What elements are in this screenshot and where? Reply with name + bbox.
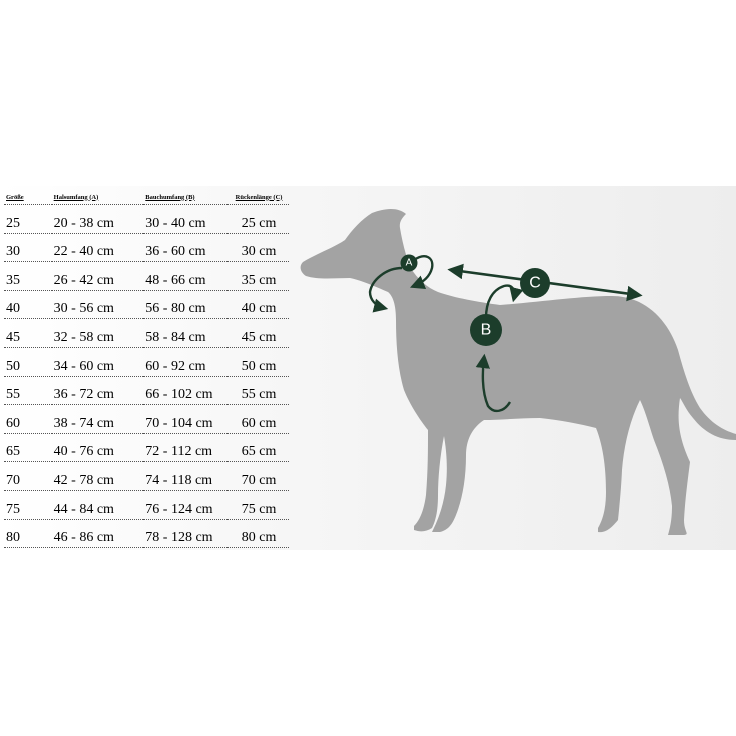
- cell-neck-circumference: 26 - 42 cm: [51, 261, 144, 291]
- cell-neck-circumference: 44 - 84 cm: [51, 490, 144, 520]
- cell-belly-circumference: 58 - 84 cm: [143, 318, 228, 348]
- cell-size: 25: [4, 204, 52, 234]
- cell-size: 65: [4, 433, 52, 463]
- header-size: Größe: [4, 190, 52, 205]
- marker-a-circle: [400, 254, 418, 272]
- cell-back-length: 75 cm: [227, 490, 289, 520]
- header-back-length: Rückenlänge (C): [227, 190, 289, 205]
- cell-back-length: 60 cm: [227, 404, 289, 434]
- cell-back-length: 55 cm: [227, 376, 289, 406]
- cell-neck-circumference: 30 - 56 cm: [51, 290, 144, 320]
- cell-size: 75: [4, 490, 52, 520]
- cell-belly-circumference: 76 - 124 cm: [143, 490, 228, 520]
- marker-c-circle: [520, 268, 550, 298]
- cell-back-length: 80 cm: [227, 519, 289, 549]
- marker-b-circle: [470, 314, 502, 346]
- cell-back-length: 35 cm: [227, 261, 289, 291]
- cell-size: 40: [4, 290, 52, 320]
- cell-size: 50: [4, 347, 52, 377]
- marker-c-label: C: [529, 275, 541, 292]
- cell-neck-circumference: 20 - 38 cm: [51, 204, 144, 234]
- cell-belly-circumference: 56 - 80 cm: [143, 290, 228, 320]
- neck-arrow-right: [409, 255, 434, 289]
- table-header-row: Größe Halsumfang (A) Bauchumfang (B) Rüc…: [4, 190, 289, 205]
- cell-size: 70: [4, 461, 52, 491]
- cell-back-length: 25 cm: [227, 204, 289, 234]
- marker-b-label: B: [481, 322, 492, 339]
- header-belly-circumference: Bauchumfang (B): [143, 190, 228, 205]
- cell-back-length: 65 cm: [227, 433, 289, 463]
- cell-neck-circumference: 36 - 72 cm: [51, 376, 144, 406]
- cell-size: 80: [4, 519, 52, 549]
- size-table: Größe Halsumfang (A) Bauchumfang (B) Rüc…: [4, 190, 289, 549]
- cell-belly-circumference: 36 - 60 cm: [143, 233, 228, 263]
- cell-back-length: 50 cm: [227, 347, 289, 377]
- cell-neck-circumference: 34 - 60 cm: [51, 347, 144, 377]
- cell-belly-circumference: 74 - 118 cm: [143, 461, 228, 491]
- neck-arrow-left: [368, 266, 403, 313]
- cell-neck-circumference: 42 - 78 cm: [51, 461, 144, 491]
- cell-size: 35: [4, 261, 52, 291]
- cell-size: 55: [4, 376, 52, 406]
- cell-size: 60: [4, 404, 52, 434]
- cell-back-length: 40 cm: [227, 290, 289, 320]
- cell-size: 45: [4, 318, 52, 348]
- cell-size: 30: [4, 233, 52, 263]
- belly-arrow-top: [484, 284, 524, 319]
- greyhound-silhouette: [300, 209, 736, 535]
- cell-back-length: 45 cm: [227, 318, 289, 348]
- cell-belly-circumference: 60 - 92 cm: [143, 347, 228, 377]
- cell-neck-circumference: 22 - 40 cm: [51, 233, 144, 263]
- cell-neck-circumference: 40 - 76 cm: [51, 433, 144, 463]
- cell-belly-circumference: 66 - 102 cm: [143, 376, 228, 406]
- cell-belly-circumference: 70 - 104 cm: [143, 404, 228, 434]
- cell-neck-circumference: 32 - 58 cm: [51, 318, 144, 348]
- dog-measurement-figure: A C B: [300, 209, 736, 535]
- cell-neck-circumference: 46 - 86 cm: [51, 519, 144, 549]
- cell-belly-circumference: 30 - 40 cm: [143, 204, 228, 234]
- cell-back-length: 30 cm: [227, 233, 289, 263]
- header-neck-circumference: Halsumfang (A): [51, 190, 144, 205]
- cell-neck-circumference: 38 - 74 cm: [51, 404, 144, 434]
- cell-belly-circumference: 48 - 66 cm: [143, 261, 228, 291]
- marker-a-label: A: [406, 258, 413, 269]
- cell-back-length: 70 cm: [227, 461, 289, 491]
- cell-belly-circumference: 72 - 112 cm: [143, 433, 228, 463]
- belly-arrow-bottom: [475, 353, 512, 413]
- cell-belly-circumference: 78 - 128 cm: [143, 519, 228, 549]
